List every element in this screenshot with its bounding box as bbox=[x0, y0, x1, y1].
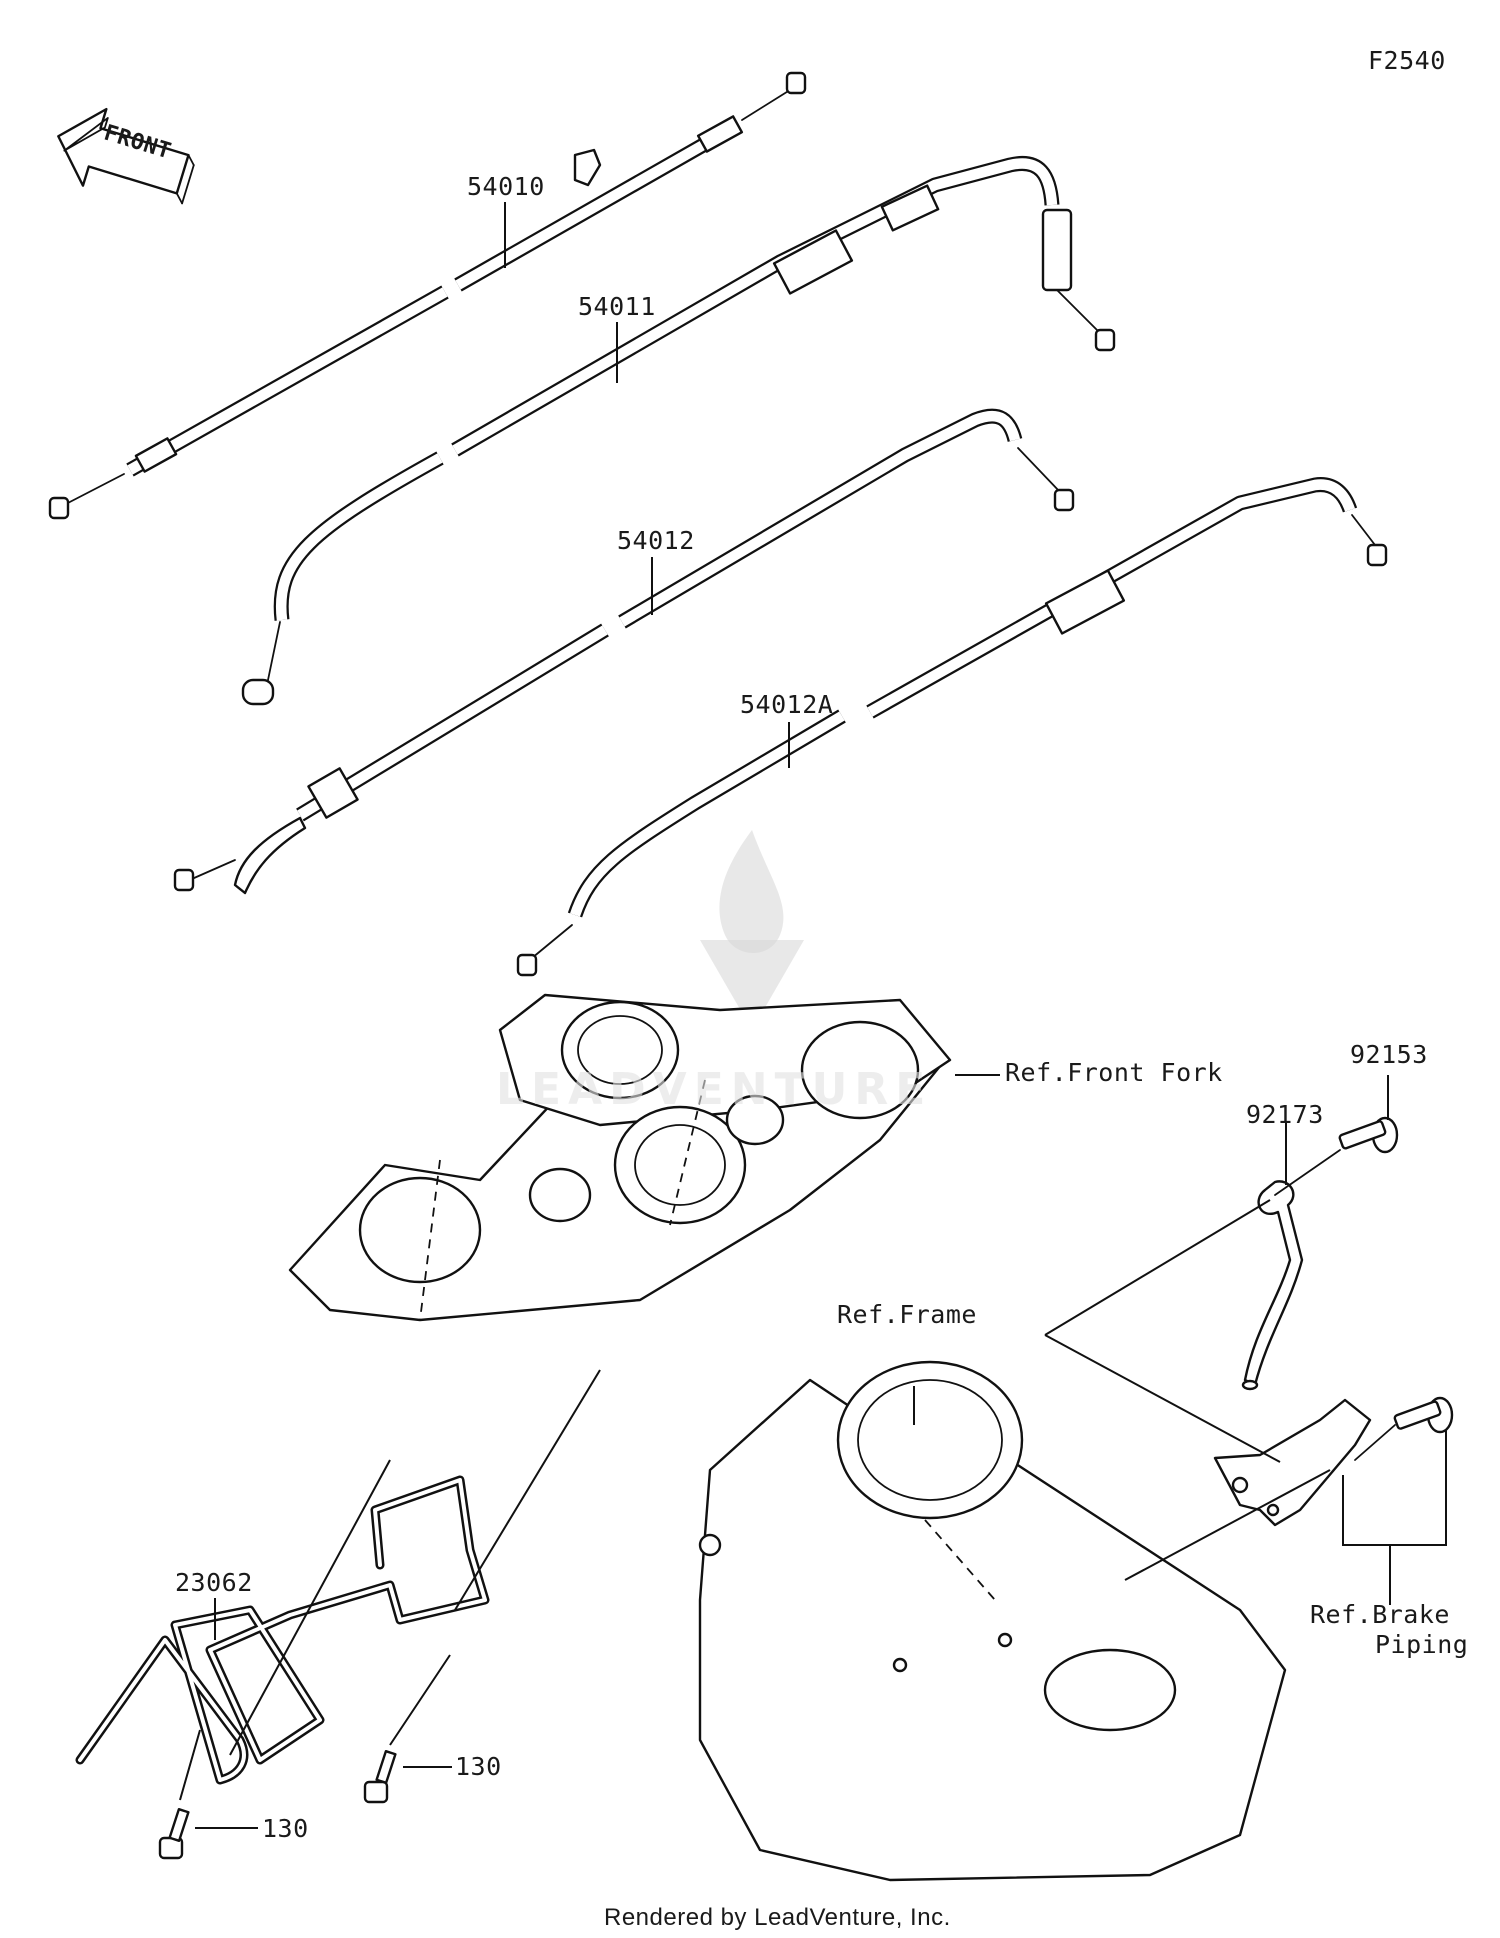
cable-54011 bbox=[241, 156, 1116, 706]
bolt-92153 bbox=[1274, 1116, 1399, 1196]
label-ref-frame: Ref.Frame bbox=[837, 1300, 977, 1329]
label-23062: 23062 bbox=[175, 1568, 253, 1597]
label-54012a: 54012A bbox=[740, 690, 834, 719]
label-ref-brake-piping: Piping bbox=[1375, 1630, 1469, 1659]
brake-piping-bracket bbox=[1213, 1396, 1454, 1527]
label-54011: 54011 bbox=[578, 292, 656, 321]
front-arrow-icon bbox=[57, 107, 195, 205]
reference-lines bbox=[1044, 1199, 1331, 1581]
label-92173: 92173 bbox=[1246, 1100, 1324, 1129]
bolt-130-a bbox=[158, 1729, 201, 1860]
hose-guide-23062 bbox=[75, 1369, 601, 1785]
label-54012: 54012 bbox=[617, 526, 695, 555]
cable-54010 bbox=[48, 71, 807, 520]
footer-credit: Rendered by LeadVenture, Inc. bbox=[604, 1904, 951, 1931]
label-54010: 54010 bbox=[467, 172, 545, 201]
brake-hose-clamp-92173 bbox=[1241, 1180, 1304, 1391]
frame-head-pipe bbox=[698, 1360, 1287, 1882]
label-130-a: 130 bbox=[262, 1814, 309, 1843]
cable-54012a bbox=[516, 477, 1388, 977]
steering-stem-head bbox=[288, 993, 952, 1322]
figure-code: F2540 bbox=[1368, 46, 1446, 75]
label-ref-brake: Ref.Brake bbox=[1310, 1600, 1450, 1629]
label-130-b: 130 bbox=[455, 1752, 502, 1781]
label-92153: 92153 bbox=[1350, 1040, 1428, 1069]
bolt-130-b bbox=[363, 1654, 451, 1804]
watermark-logo bbox=[700, 830, 804, 1030]
leader-lines bbox=[195, 202, 1447, 1829]
label-ref-front-fork: Ref.Front Fork bbox=[1005, 1058, 1223, 1087]
watermark-text: LEADVENTURE bbox=[496, 1064, 933, 1115]
cable-54012 bbox=[173, 408, 1075, 895]
